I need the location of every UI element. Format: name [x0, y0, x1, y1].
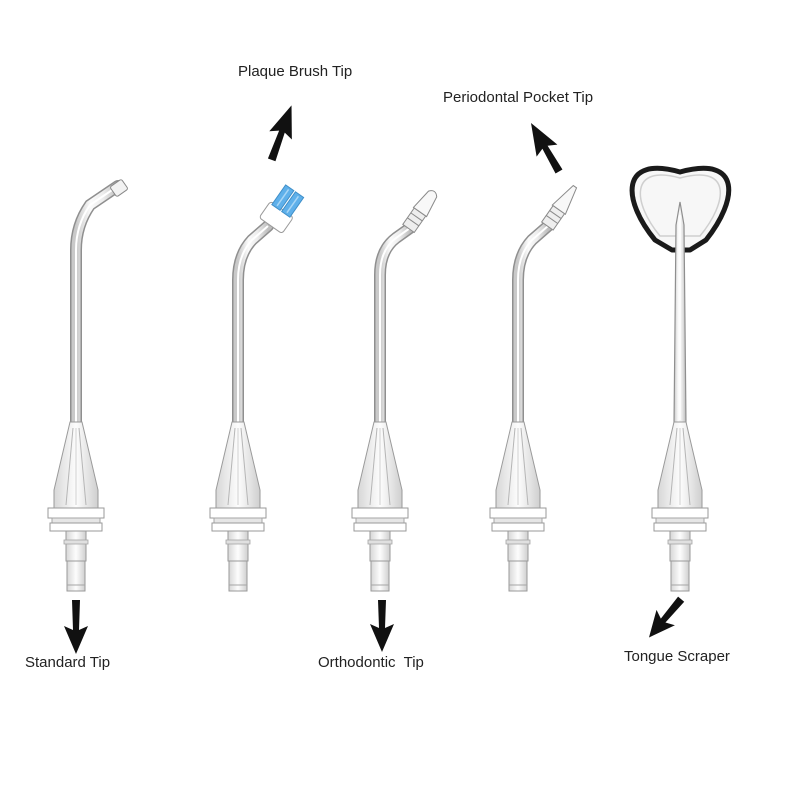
orthodontic-tip-label: Orthodontic Tip	[318, 654, 424, 671]
arrow-up-icon	[267, 105, 292, 162]
plaque-brush-tip-nozzle	[209, 184, 305, 592]
plaque-brush-tip-label: Plaque Brush Tip	[238, 63, 353, 80]
arrow-up-icon	[531, 122, 563, 174]
standard-tip-label: Standard Tip	[25, 654, 111, 671]
arrow-down-icon	[64, 600, 88, 654]
standard-tip-nozzle	[47, 179, 128, 592]
tongue-scraper-label: Tongue Scraper	[624, 648, 730, 665]
arrow-down-icon	[370, 600, 394, 652]
periodontal-pocket-tip-label: Periodontal Pocket Tip	[443, 89, 594, 106]
periodontal-pocket-tip-nozzle	[489, 184, 578, 592]
tongue-scraper-nozzle	[629, 165, 732, 592]
orthodontic-tip-nozzle	[351, 190, 438, 592]
arrow-down-left-icon	[649, 596, 685, 638]
